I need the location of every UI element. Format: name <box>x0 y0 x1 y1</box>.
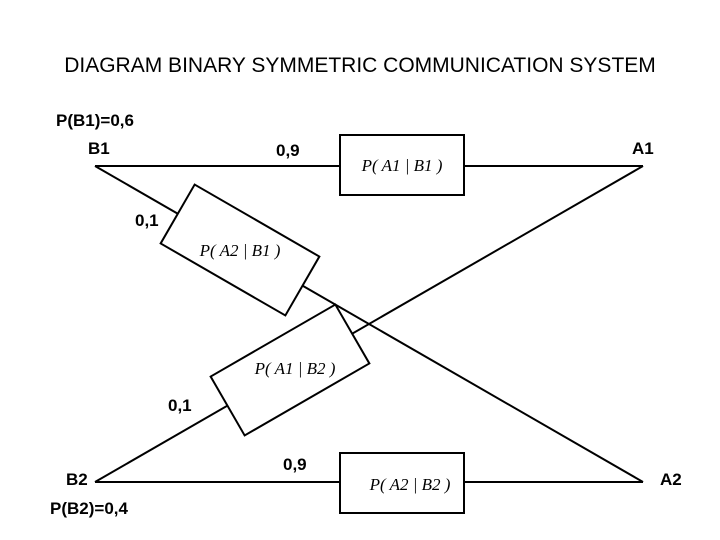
b1-label: B1 <box>88 139 110 158</box>
edge-b1-a1-value: 0,9 <box>276 141 300 160</box>
box-a2-b2: P( A2 | B2 ) <box>339 452 465 514</box>
prob-b2-label: P(B2)=0,4 <box>50 499 128 518</box>
box-a2-b1-label: P( A2 | B1 ) <box>199 241 281 260</box>
box-a1-b1-label: P( A1 | B1 ) <box>361 156 443 175</box>
box-a2-b1: P( A2 | B1 ) <box>159 183 321 317</box>
box-a2-b2-label: P( A2 | B2 ) <box>369 475 451 494</box>
prob-b1-label: P(B1)=0,6 <box>56 111 134 130</box>
edge-b2-a1 <box>94 165 644 483</box>
box-a1-b2: P( A1 | B2 ) <box>209 303 371 437</box>
edge-b1-a2-value: 0,1 <box>135 211 159 230</box>
box-a1-b1: P( A1 | B1 ) <box>339 134 465 196</box>
a2-label: A2 <box>660 470 682 489</box>
b2-label: B2 <box>66 470 88 489</box>
edge-b2-a2-value: 0,9 <box>283 455 307 474</box>
a1-label: A1 <box>632 139 654 158</box>
box-a1-b2-label: P( A1 | B2 ) <box>254 359 336 378</box>
page-title: DIAGRAM BINARY SYMMETRIC COMMUNICATION S… <box>64 54 656 77</box>
edge-b2-a1-value: 0,1 <box>168 396 192 415</box>
